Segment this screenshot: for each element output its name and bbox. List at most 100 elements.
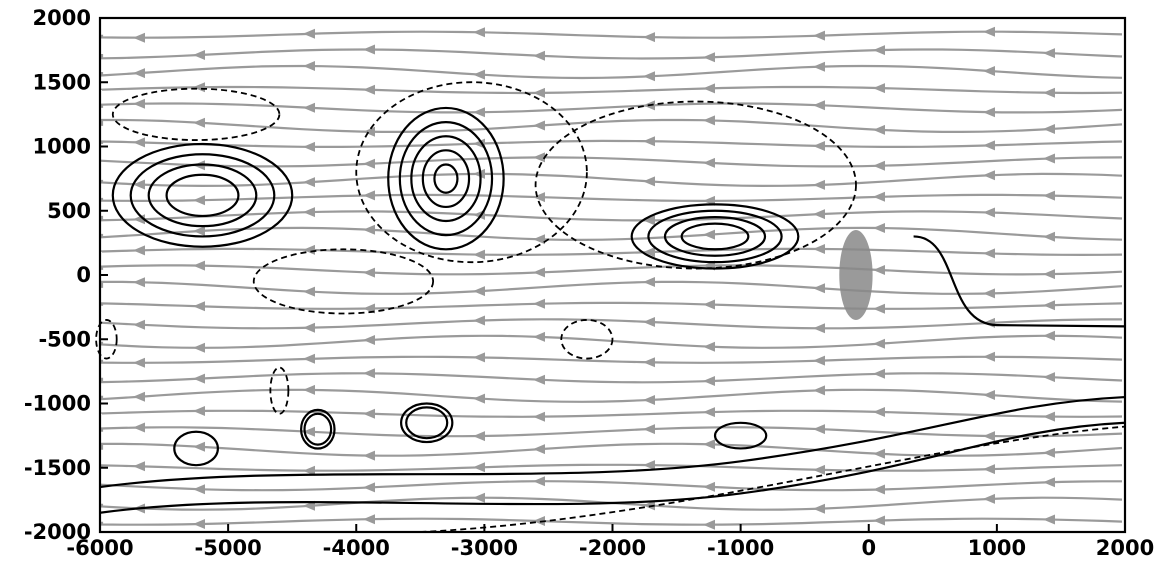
streamline — [100, 210, 1123, 222]
y-tick-label: 1500 — [33, 70, 91, 94]
stream-arrow — [873, 45, 885, 56]
dashed-contour — [252, 248, 435, 315]
streamline — [100, 372, 1123, 384]
stream-arrow — [1043, 124, 1055, 134]
stream-arrow — [643, 460, 655, 471]
y-tick-label: 500 — [47, 199, 91, 223]
stream-arrow — [303, 102, 315, 113]
streamline — [100, 388, 1123, 403]
streamline — [100, 301, 1123, 310]
stream-arrow — [303, 244, 315, 255]
stream-arrow — [1043, 300, 1055, 311]
stream-arrow — [983, 207, 995, 218]
x-tick-label: 0 — [861, 536, 876, 560]
solid-contour — [433, 163, 459, 194]
solid-contour — [421, 149, 471, 209]
solid-contour — [400, 402, 454, 444]
contours-layer — [95, 81, 1126, 533]
y-tick-label: -500 — [38, 327, 91, 351]
streamlines-layer — [100, 26, 1123, 530]
stream-arrow — [983, 26, 995, 37]
streamline — [100, 517, 1123, 526]
stream-arrow — [1043, 514, 1055, 525]
x-tick-label: -6000 — [66, 536, 133, 560]
stream-arrow — [703, 229, 715, 240]
stream-arrow — [533, 476, 545, 487]
stream-arrow — [133, 357, 145, 368]
streamline — [100, 64, 1123, 80]
stream-arrow — [873, 223, 885, 233]
stream-arrow — [873, 448, 885, 459]
stream-arrow — [983, 140, 995, 151]
stream-arrow — [873, 338, 885, 349]
streamline — [100, 426, 1123, 438]
stream-arrow — [473, 138, 485, 149]
stream-arrow — [703, 439, 715, 450]
stream-arrow — [363, 408, 375, 419]
stream-arrow — [193, 117, 205, 128]
stream-arrow — [533, 411, 545, 422]
stream-arrow — [303, 177, 315, 188]
stream-arrow — [363, 190, 375, 201]
stream-arrow — [533, 298, 545, 309]
stream-arrow — [193, 441, 205, 452]
stream-arrow — [473, 431, 485, 442]
y-tick-label: 2000 — [33, 6, 91, 30]
stream-arrow — [363, 158, 375, 169]
stream-arrow — [473, 492, 485, 503]
stream-arrow — [133, 32, 145, 43]
stream-arrow — [473, 393, 485, 404]
dashed-contour — [269, 366, 290, 415]
stream-arrow — [873, 265, 885, 275]
stream-arrow — [133, 98, 145, 109]
stream-arrow — [473, 107, 485, 118]
stream-arrow — [813, 100, 825, 111]
stream-arrow — [813, 179, 825, 190]
stream-arrow — [813, 30, 825, 41]
stream-arrow — [703, 376, 715, 386]
streamline — [100, 334, 1123, 349]
solid-contour — [387, 106, 505, 251]
stream-arrow — [703, 519, 715, 530]
stream-arrow — [1043, 48, 1055, 59]
stream-arrow — [133, 461, 145, 472]
stream-arrow — [363, 267, 375, 278]
stream-arrow — [473, 69, 485, 80]
stream-arrow — [1043, 372, 1055, 383]
x-tick-label: -5000 — [195, 536, 262, 560]
stream-arrow — [1043, 231, 1055, 242]
streamline — [100, 480, 1122, 492]
solid-contour — [129, 153, 276, 238]
stream-arrow — [303, 61, 315, 71]
solid-contour — [680, 222, 750, 251]
stream-arrow — [133, 245, 145, 256]
stream-arrow — [813, 323, 825, 334]
stream-arrow — [363, 514, 375, 525]
stream-arrow — [133, 68, 145, 79]
streamline — [100, 264, 1123, 276]
stream-arrow — [983, 170, 995, 181]
streamline — [100, 156, 1123, 168]
stream-arrow — [1043, 411, 1055, 422]
stream-arrow — [193, 82, 205, 93]
stream-arrow — [473, 462, 485, 473]
x-tick-label: -3000 — [451, 536, 518, 560]
stream-arrow — [643, 136, 655, 147]
stream-arrow — [303, 353, 315, 364]
stream-arrow — [363, 224, 375, 235]
stream-arrow — [193, 484, 205, 495]
stream-arrow — [703, 407, 715, 418]
y-tick-label: 1000 — [33, 135, 91, 159]
streamline — [100, 318, 1122, 330]
solid-contour — [173, 430, 219, 467]
stream-arrow — [813, 61, 825, 72]
stream-arrow — [363, 335, 375, 345]
stream-arrow — [533, 516, 545, 526]
streamline — [100, 30, 1123, 39]
x-tick-label: 1000 — [968, 536, 1026, 560]
dashed-contour — [420, 425, 1126, 533]
shaded-region-layer — [839, 230, 873, 320]
stream-arrow — [813, 141, 825, 151]
